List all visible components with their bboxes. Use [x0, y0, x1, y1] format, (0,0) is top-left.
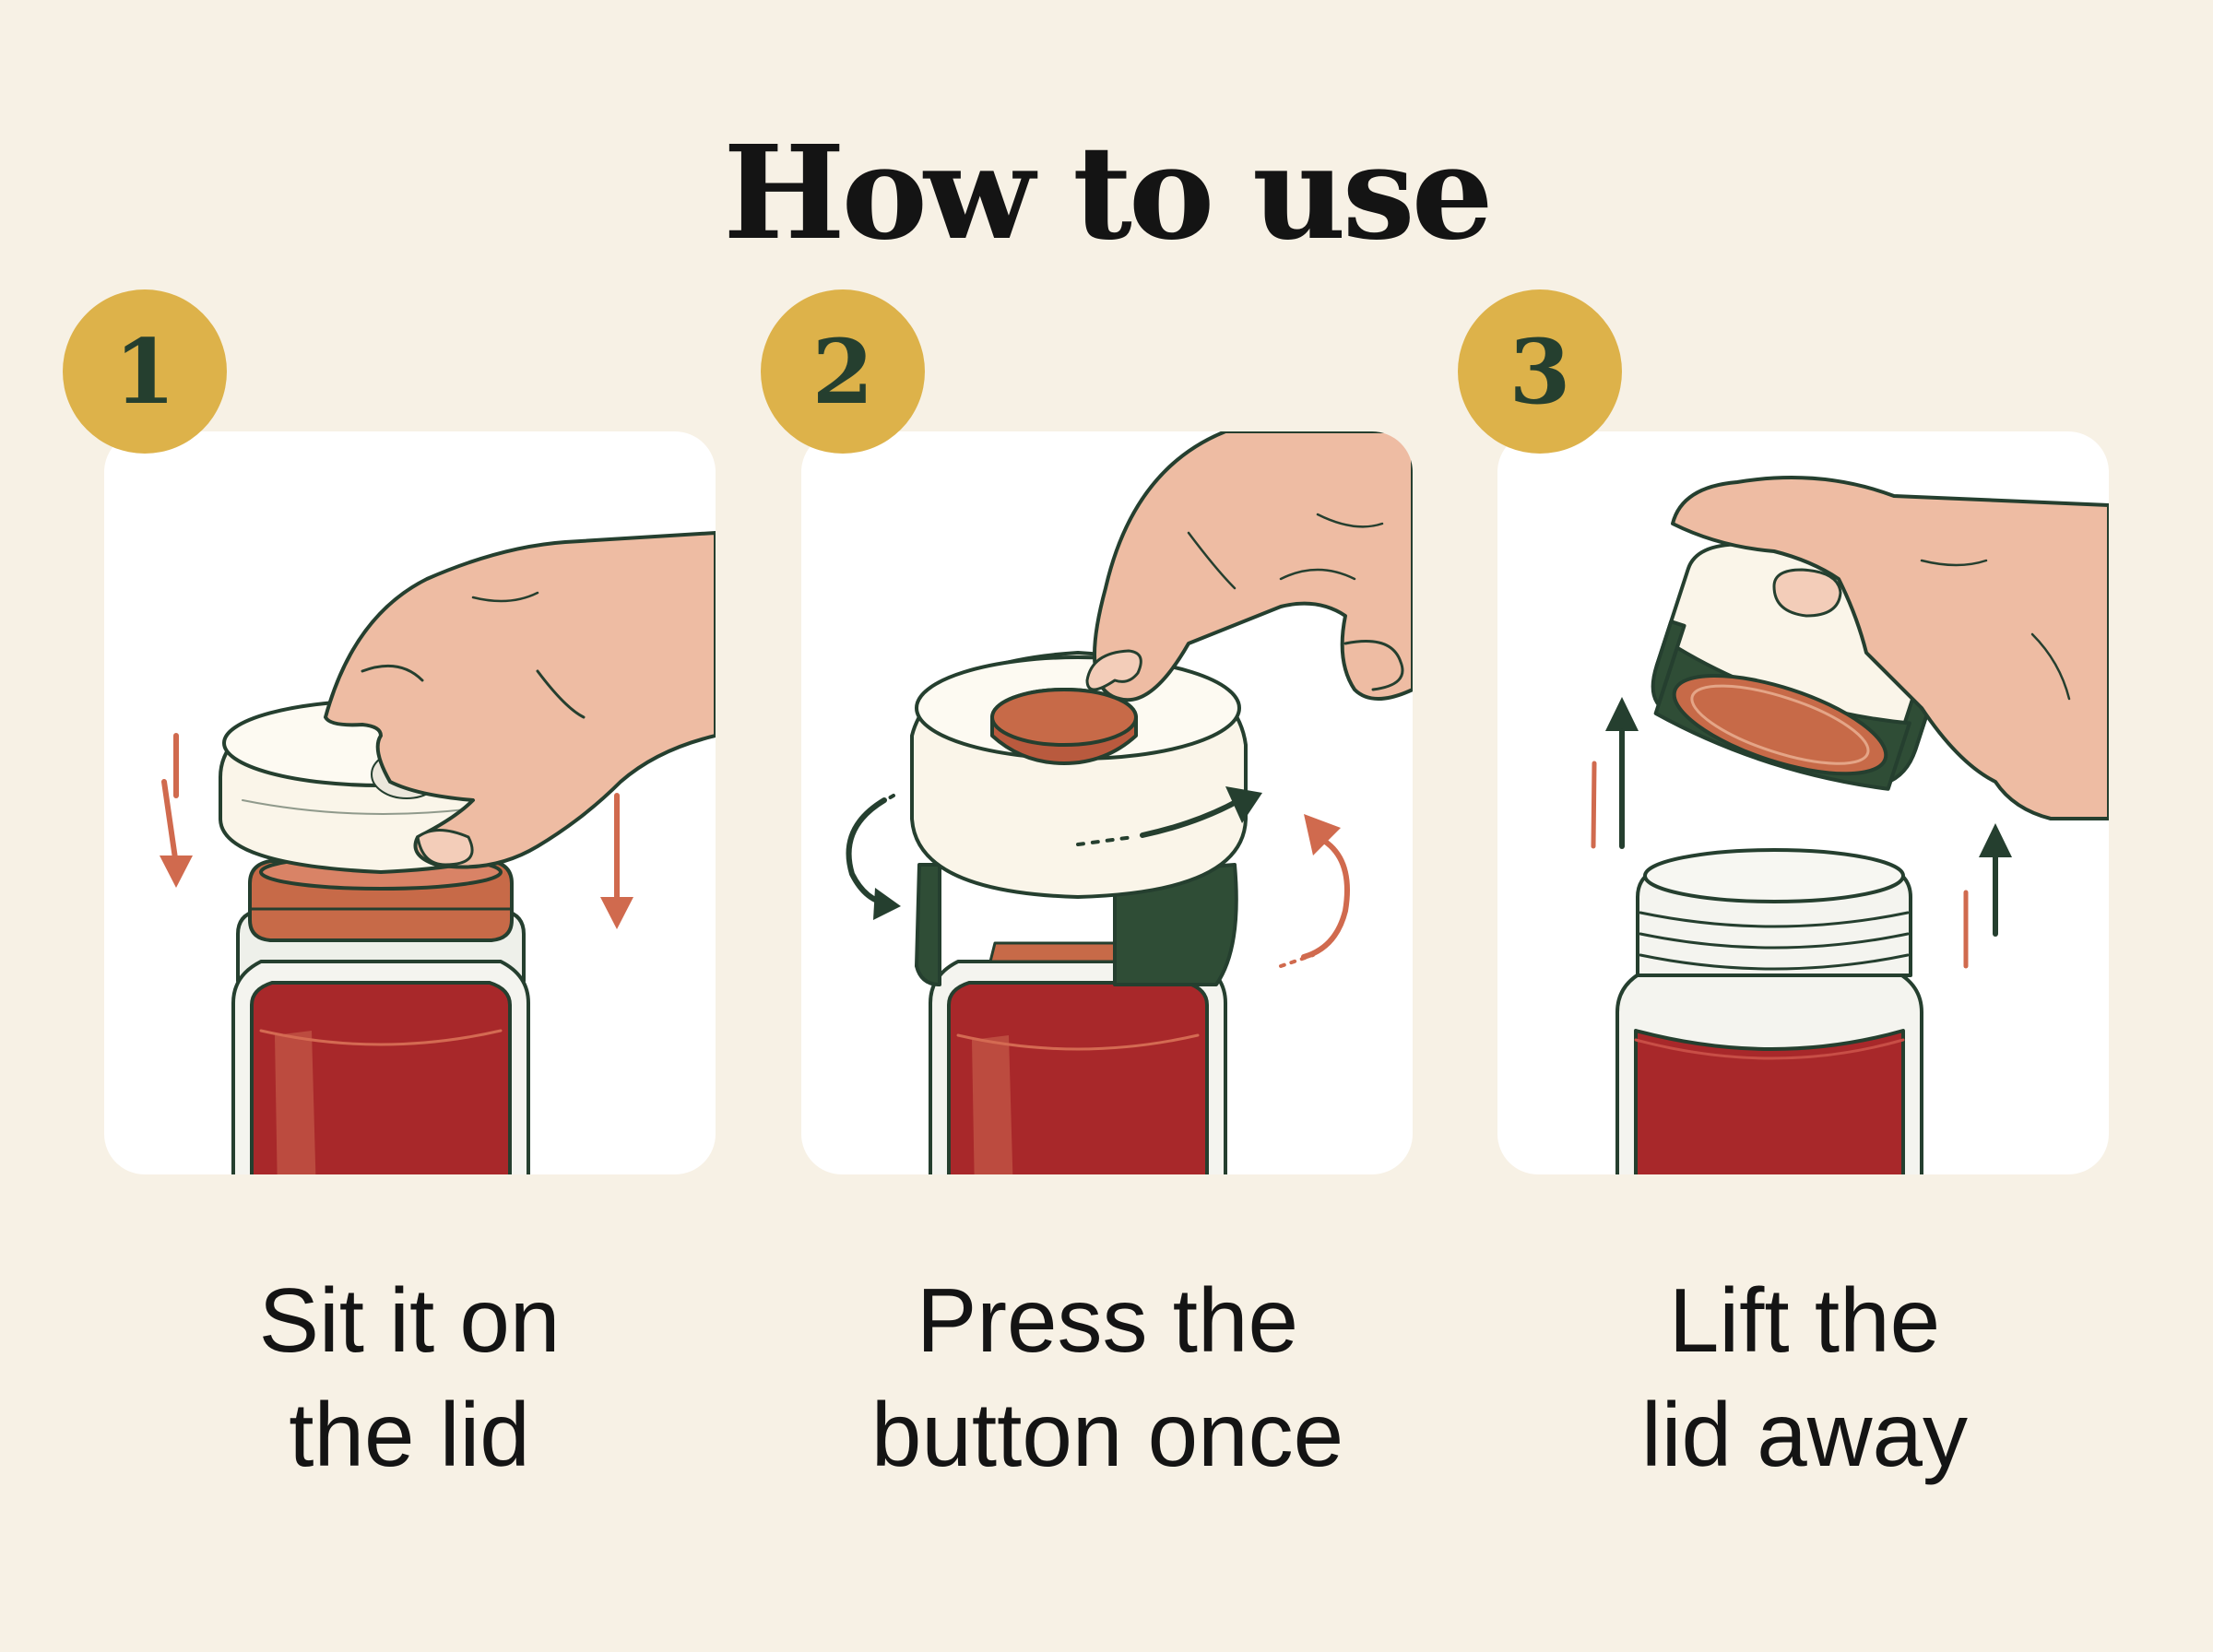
- step-2-caption: Press the button once: [757, 1263, 1458, 1492]
- step-1-caption-line-1: Sit it on: [258, 1269, 561, 1371]
- step-3-caption: Lift the lid away: [1454, 1263, 2155, 1492]
- step-2-caption-line-2: button once: [870, 1384, 1344, 1485]
- step-2-caption-line-1: Press the: [917, 1269, 1298, 1371]
- step-1-panel: [104, 431, 716, 1174]
- step-3-caption-line-2: lid away: [1640, 1384, 1969, 1485]
- hand-placing-opener-on-jar-icon: [160, 531, 716, 1174]
- step-3-badge: 3: [1458, 289, 1622, 454]
- hand-lifting-lid-icon: [1591, 476, 2109, 1174]
- step-3-panel: [1497, 431, 2109, 1174]
- step-1-caption-line-2: the lid: [289, 1384, 530, 1485]
- step-3-caption-line-1: Lift the: [1668, 1269, 1941, 1371]
- step-2-badge: 2: [761, 289, 925, 454]
- step-1-caption: Sit it on the lid: [59, 1263, 760, 1492]
- finger-pressing-button-icon: [846, 431, 1413, 1174]
- step-2-panel: [801, 431, 1413, 1174]
- step-1-badge: 1: [63, 289, 227, 454]
- page-title: How to use: [723, 118, 1493, 269]
